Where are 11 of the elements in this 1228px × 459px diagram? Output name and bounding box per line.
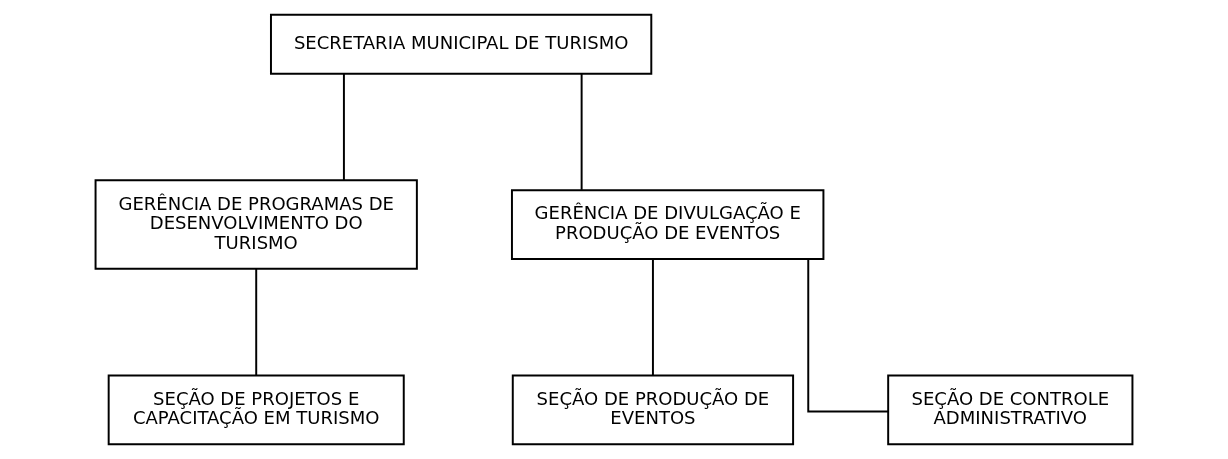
node-box: SEÇÃO DE PRODUÇÃO DE EVENTOS [511,374,795,446]
connector [580,73,583,191]
connector [342,73,345,181]
node-box: SEÇÃO DE PROJETOS E CAPACITAÇÃO EM TURISMO [107,374,405,446]
connector [807,258,890,413]
node-box: SEÇÃO DE CONTROLE ADMINISTRATIVO [887,374,1134,446]
node-box: GERÊNCIA DE DIVULGAÇÃO E PRODUÇÃO DE EVENTOS [510,189,825,260]
node-box: SECRETARIA MUNICIPAL DE TURISMO [270,13,653,75]
node-box: GERÊNCIA DE PROGRAMAS DE DESENVOLVIMENTO DO TURISMO [94,179,418,270]
connector [651,258,654,377]
connector [255,267,258,377]
